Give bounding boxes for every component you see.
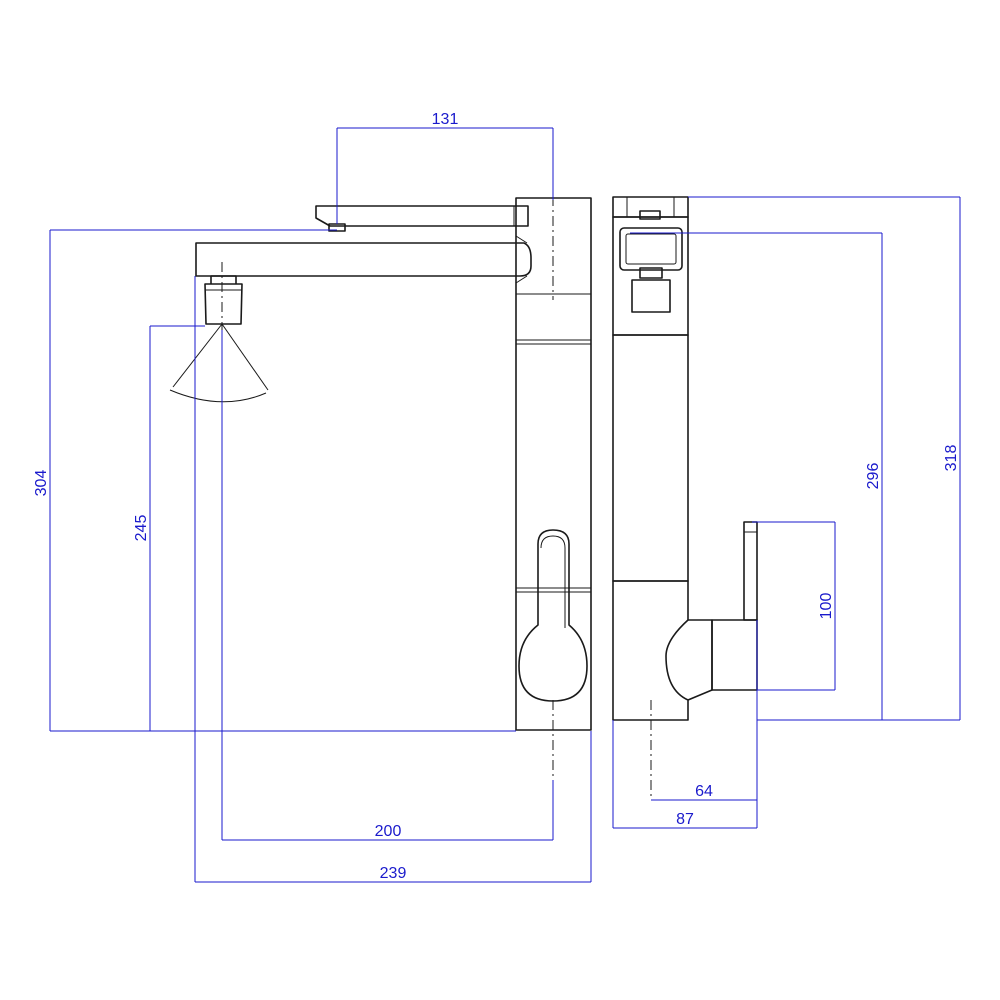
side-base [612,580,689,721]
side-column [612,334,689,582]
side-view [612,196,758,800]
side-housing [612,216,689,336]
side-handle-block [711,619,758,691]
dim-100: 100 [818,593,835,620]
dim-87: 87 [676,811,694,828]
lower-spout [195,242,532,277]
dim-200: 200 [375,823,402,840]
dim-304: 304 [33,470,50,497]
dimensions: 131 304 245 200 239 318 296 100 [33,111,961,883]
dim-245: 245 [133,515,150,542]
upper-spout [315,205,529,227]
aerator [204,275,243,325]
side-spout-section [619,227,683,271]
dim-131: 131 [432,111,459,128]
side-lever [743,521,758,621]
dim-64: 64 [695,783,713,800]
lever-handle [518,529,588,702]
front-view [169,196,592,780]
side-aerator [631,279,671,313]
side-top-cap [612,196,689,218]
dim-296: 296 [865,463,882,490]
dim-318: 318 [943,445,960,472]
dim-239: 239 [380,865,407,882]
spray-cone [169,323,269,403]
